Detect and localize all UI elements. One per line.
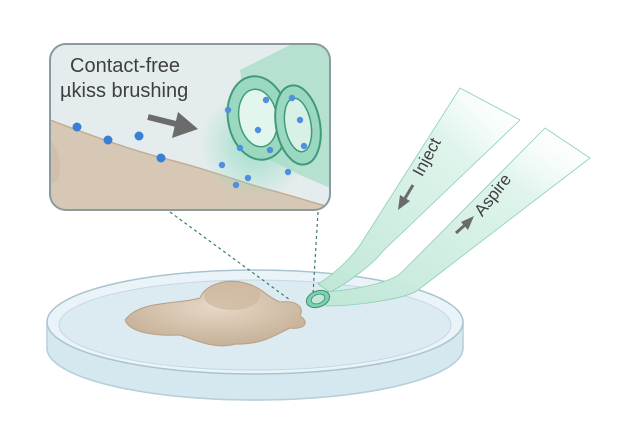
inset-panel: Contact-free µkiss brushing (49, 43, 331, 211)
inject-arrow (398, 184, 415, 210)
particle (288, 94, 296, 102)
particle (300, 142, 308, 150)
pipette-tips (305, 289, 331, 309)
aspire-pipette (321, 127, 591, 307)
aspirated-particles (218, 94, 308, 189)
particle (232, 181, 240, 189)
inject-arrow-shaft (402, 184, 415, 201)
flow-arrow-head (172, 112, 198, 138)
inject-arrow-head (398, 195, 410, 210)
particle (254, 126, 262, 134)
particle (224, 106, 232, 114)
tissue-sample (124, 280, 306, 347)
particle (236, 144, 244, 152)
inset-pipette-tips (226, 44, 330, 190)
particle (134, 131, 144, 141)
particle (284, 168, 292, 176)
particle (218, 161, 226, 169)
particle (156, 153, 166, 163)
aspire-arrow-head (461, 216, 474, 230)
particle (266, 146, 274, 154)
tip-inner (310, 293, 326, 305)
inset-tissue-shadow (50, 140, 60, 185)
aspire-arrow (454, 216, 474, 235)
flow-arrow-shaft (147, 114, 181, 128)
inset-border (49, 43, 331, 211)
zoom-line-right (312, 211, 319, 295)
tissue-body (124, 280, 306, 347)
aspire-pipette-body (321, 127, 591, 307)
inset-title-line2: µkiss brushing (60, 80, 188, 102)
inset-tissue-edge (50, 119, 330, 208)
surface-particles (72, 122, 166, 163)
particle (103, 135, 113, 145)
particle (244, 174, 252, 182)
flow-arrow (147, 112, 198, 138)
particle (262, 96, 270, 104)
zoom-lines (169, 211, 319, 301)
particle (72, 122, 82, 132)
particle (296, 116, 304, 124)
zoom-line-left (169, 211, 291, 301)
inset-title-line1: Contact-free (70, 55, 180, 77)
tissue-bulge (204, 282, 260, 310)
